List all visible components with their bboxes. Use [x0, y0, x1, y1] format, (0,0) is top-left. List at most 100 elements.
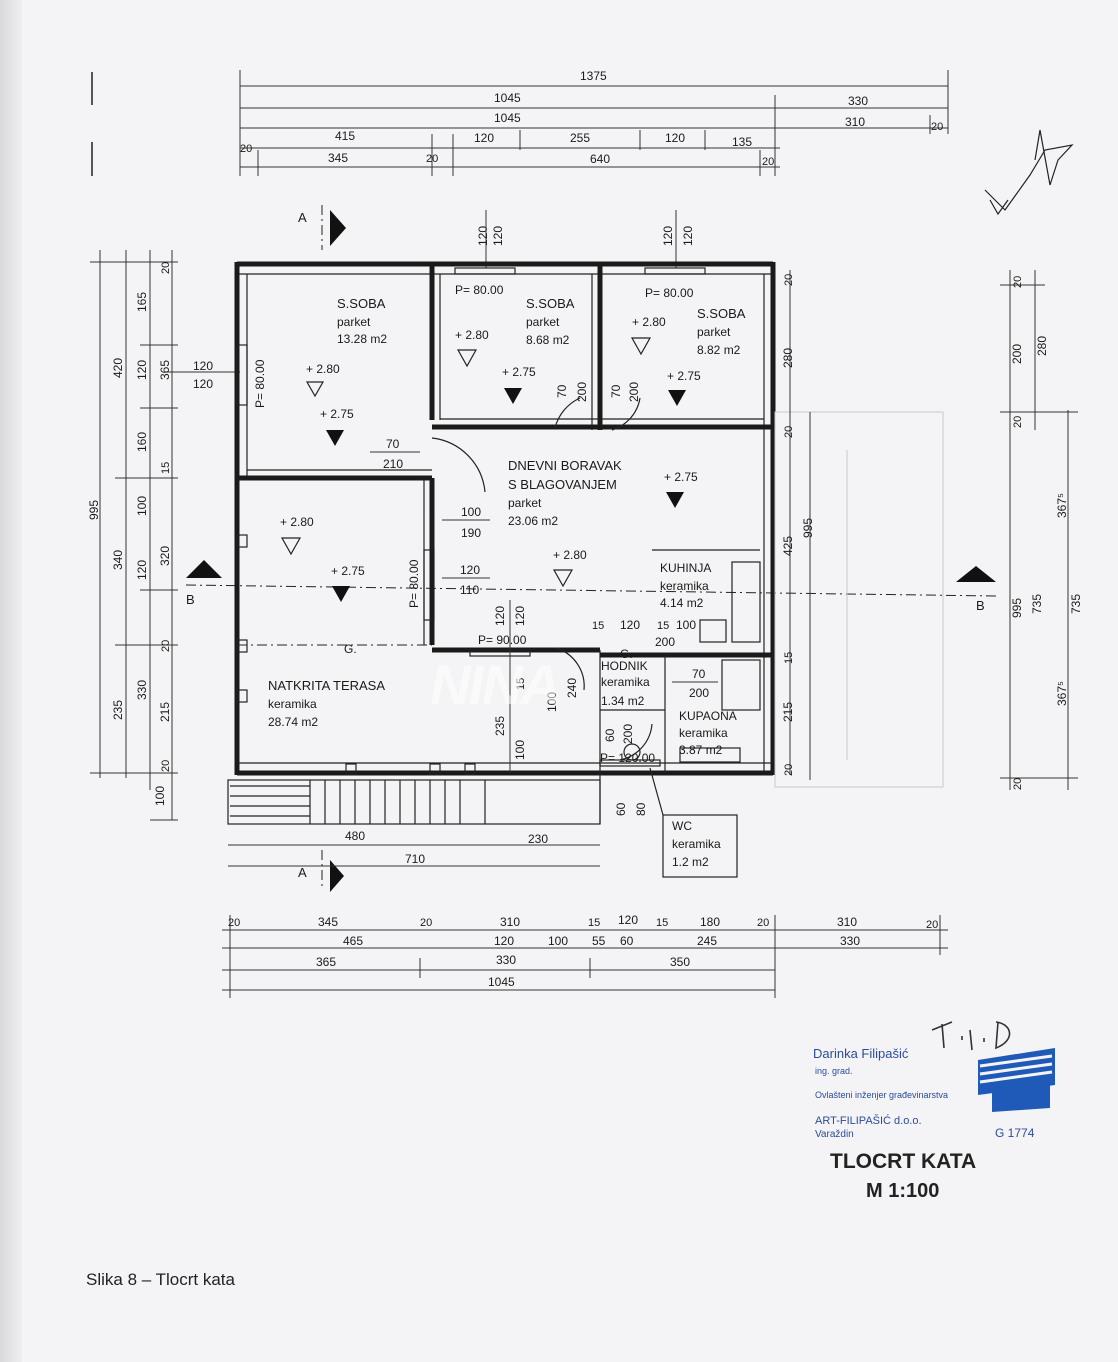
dim-door-190: 190	[461, 526, 481, 540]
dim-left-320: 320	[158, 546, 172, 566]
dim-window-top-a: 120	[476, 226, 490, 246]
dim-bottom-310b: 310	[837, 915, 857, 929]
room-7-area: 1.34 m2	[601, 694, 645, 708]
room-4-name: DNEVNI BORAVAK	[508, 458, 622, 473]
dim-215: 215	[781, 702, 795, 722]
dim-door-70a: 70	[386, 437, 400, 451]
dim-right-735b: 735	[1069, 594, 1083, 614]
dim-door-200e: 200	[621, 724, 635, 744]
level-filled-triangle-icon	[326, 430, 344, 446]
dim-120c: 120	[493, 606, 507, 626]
dim-20d: 20	[783, 274, 795, 286]
dim-15d: 15	[783, 652, 795, 664]
dim-left-160: 160	[135, 432, 149, 452]
level-open-triangle-icon	[280, 537, 302, 556]
dim-left-330: 330	[135, 680, 149, 700]
right-dimension-lines	[1000, 270, 1078, 790]
stamp-company: ART-FILIPAŠIĆ d.o.o.	[815, 1115, 922, 1127]
dim-window-left-a: 120	[193, 359, 213, 373]
dim-bottom-350: 350	[670, 955, 690, 969]
dim-bottom-365: 365	[316, 955, 336, 969]
drawing-scale: M 1:100	[866, 1180, 940, 1202]
dim-top-20: 20	[931, 121, 943, 133]
room-4-name2: S BLAGOVANJEM	[508, 477, 617, 492]
dim-bottom-100: 100	[548, 934, 568, 948]
room-5-floor: keramika	[660, 579, 709, 593]
room-labels: S.SOBA parket 13.28 m2 S.SOBA parket 8.6…	[268, 296, 746, 757]
level-275-d: + 2.75	[664, 470, 698, 484]
dim-top-330: 330	[848, 94, 868, 108]
room-7-floor: keramika	[601, 675, 650, 689]
dim-top-1045a: 1045	[494, 91, 521, 105]
wc-callout-box	[662, 814, 738, 878]
dim-left-995: 995	[87, 500, 101, 520]
dim-door-110: 110	[460, 583, 479, 597]
top-dimension-lines	[239, 70, 949, 176]
dim-425: 425	[781, 536, 795, 556]
dim-window-left-b: 120	[193, 377, 213, 391]
dim-top-20b: 20	[426, 153, 438, 165]
dim-235: 235	[493, 716, 507, 736]
dim-window-top-b: 120	[491, 226, 505, 246]
dim-15a: 15	[592, 620, 604, 632]
level-280-a: + 2.80	[306, 362, 340, 376]
dim-top-640: 640	[590, 152, 610, 166]
dim-top-120a: 120	[474, 131, 494, 145]
dim-stairs-480: 480	[345, 829, 365, 843]
dim-door-70d: 70	[692, 667, 706, 681]
dim-bottom-120b: 120	[494, 934, 514, 948]
dim-bottom-55: 55	[592, 934, 606, 948]
dim-bottom-345: 345	[318, 915, 338, 929]
dim-100e: 100	[513, 740, 527, 760]
dim-bottom-20d: 20	[926, 919, 938, 931]
level-280-c: + 2.80	[632, 315, 666, 329]
level-275-b: + 2.75	[502, 365, 536, 379]
dim-left-235: 235	[111, 700, 125, 720]
room-6-floor: keramika	[268, 697, 317, 711]
level-filled-triangle-icon	[668, 390, 686, 406]
dim-door-80: 80	[634, 802, 648, 816]
north-arrow-icon	[984, 129, 1074, 216]
dim-20f: 20	[783, 764, 795, 776]
room-5-area: 4.14 m2	[660, 596, 704, 610]
room-4-floor: parket	[508, 496, 542, 510]
section-b-left-arrow-icon	[186, 560, 222, 578]
watermark: NINA	[430, 653, 561, 716]
section-b-right-label: B	[976, 598, 985, 613]
dim-bottom-20b: 20	[420, 917, 432, 929]
dim-280: 280	[781, 348, 795, 368]
room-5-name: KUHINJA	[660, 561, 711, 575]
parapet-room-1: P= 80.00	[253, 359, 267, 408]
dim-bottom-330b: 330	[496, 953, 516, 967]
dim-120d: 120	[513, 606, 527, 626]
engineer-stamp-logo-icon	[978, 1048, 1055, 1112]
stamp-engineer-name: Darinka Filipašić	[813, 1046, 909, 1061]
dim-left-165: 165	[135, 292, 149, 312]
dim-100c: 100	[676, 618, 696, 632]
dim-door-100d: 100	[545, 692, 559, 712]
dim-right-20a: 20	[1012, 276, 1024, 288]
room-2-floor: parket	[526, 315, 560, 329]
dim-20e: 20	[783, 426, 795, 438]
room-1-floor: parket	[337, 315, 371, 329]
dim-window-top-d: 120	[681, 226, 695, 246]
dim-right-735a: 735	[1030, 594, 1044, 614]
dim-left-20a: 20	[160, 262, 172, 274]
dim-15b: 15	[657, 620, 669, 632]
bottom-dimension-lines	[222, 915, 948, 998]
left-dimension-lines	[90, 250, 240, 821]
level-280-e: + 2.80	[280, 515, 314, 529]
dim-door-120a: 120	[460, 563, 480, 577]
room-8-floor: keramika	[679, 726, 728, 740]
plan-walls	[227, 261, 776, 825]
section-a-bottom-label: A	[298, 865, 307, 880]
dim-left-100b: 100	[135, 496, 149, 516]
dim-bottom-1045: 1045	[488, 975, 515, 989]
level-markers: + 2.80 + 2.75 + 2.80 + 2.75 + 2.80 + 2.7…	[280, 315, 701, 602]
dim-door-200d: 200	[689, 686, 709, 700]
dim-right-3675b: 367⁵	[1055, 681, 1069, 706]
room-4-area: 23.06 m2	[508, 514, 558, 528]
dim-bottom-15b: 15	[656, 917, 668, 929]
dim-top-120b: 120	[665, 131, 685, 145]
